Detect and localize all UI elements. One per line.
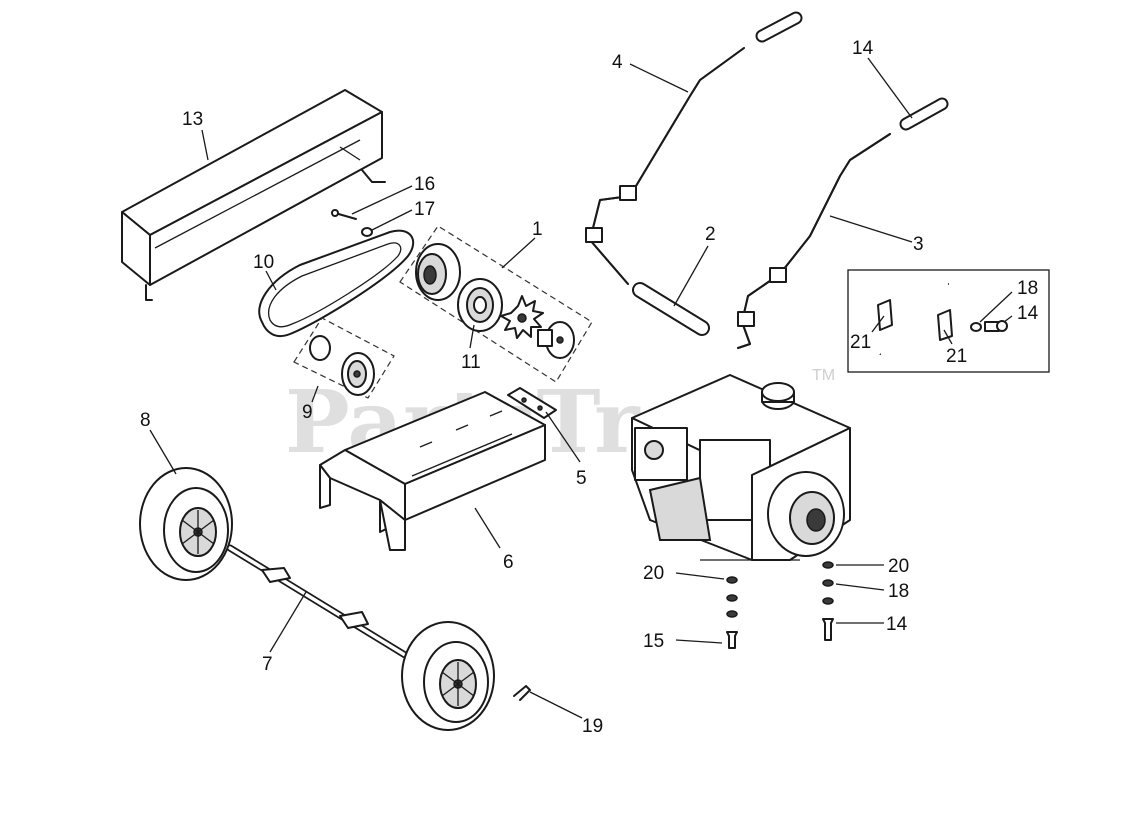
callout-18-inset: 18 <box>1017 278 1038 299</box>
callout-7: 7 <box>262 654 273 675</box>
callout-16: 16 <box>414 174 435 195</box>
detail-inset <box>847 269 1050 373</box>
callout-13: 14 <box>852 38 874 59</box>
callout-11: 11 <box>461 352 481 373</box>
part-lower-handle <box>737 133 891 349</box>
part-v-belt <box>258 229 415 338</box>
part-washer-17 <box>361 227 373 237</box>
part-hub <box>537 321 575 359</box>
callouts: 13 16 17 10 1 11 9 4 14 2 3 18 14 21 21 … <box>140 38 1039 737</box>
callout-10: 10 <box>253 252 274 273</box>
part-hairpin <box>513 685 531 701</box>
leader-lines <box>149 57 1013 719</box>
callout-21-right: 21 <box>946 346 967 367</box>
part-grip-4 <box>755 11 803 43</box>
callout-2: 2 <box>705 224 716 245</box>
callout-12: 13 <box>182 109 203 130</box>
part-cross-bar <box>632 282 710 336</box>
part-wheel-front <box>139 467 233 581</box>
callout-14: 14 <box>886 614 908 635</box>
part-upper-handle <box>585 47 745 285</box>
part-sprocket <box>500 295 544 339</box>
callout-19: 19 <box>582 716 603 737</box>
callout-6: 6 <box>503 552 514 573</box>
watermark-trademark: TM <box>812 367 835 384</box>
part-frame <box>319 391 546 551</box>
part-axle <box>226 544 409 659</box>
clutch-assembly-box <box>399 225 593 383</box>
part-clutch-drum <box>415 243 461 301</box>
part-wheel-rear <box>401 621 495 731</box>
part-bracket <box>507 387 557 419</box>
part-engine <box>631 374 851 561</box>
callout-17: 17 <box>414 199 435 220</box>
callout-9: 9 <box>302 402 313 423</box>
hardware-right <box>822 561 834 641</box>
part-grip-13 <box>899 97 949 131</box>
callout-3: 3 <box>913 234 924 255</box>
pulley-assembly-box <box>293 317 395 399</box>
callout-1: 1 <box>532 219 543 240</box>
callout-21-left: 21 <box>850 332 871 353</box>
part-belt-guard <box>121 89 386 301</box>
hardware-left <box>726 576 738 649</box>
part-clutch-shoes <box>457 278 503 332</box>
callout-18: 18 <box>888 581 909 602</box>
callout-15: 15 <box>643 631 664 652</box>
callout-20-right: 20 <box>888 556 909 577</box>
callout-4: 4 <box>612 52 623 73</box>
part-pulley <box>309 335 375 396</box>
part-bolt-16 <box>331 209 357 220</box>
callout-8: 8 <box>140 410 151 431</box>
callout-5: 5 <box>576 468 587 489</box>
callout-14-inset: 14 <box>1017 303 1039 324</box>
callout-20-left: 20 <box>643 563 664 584</box>
